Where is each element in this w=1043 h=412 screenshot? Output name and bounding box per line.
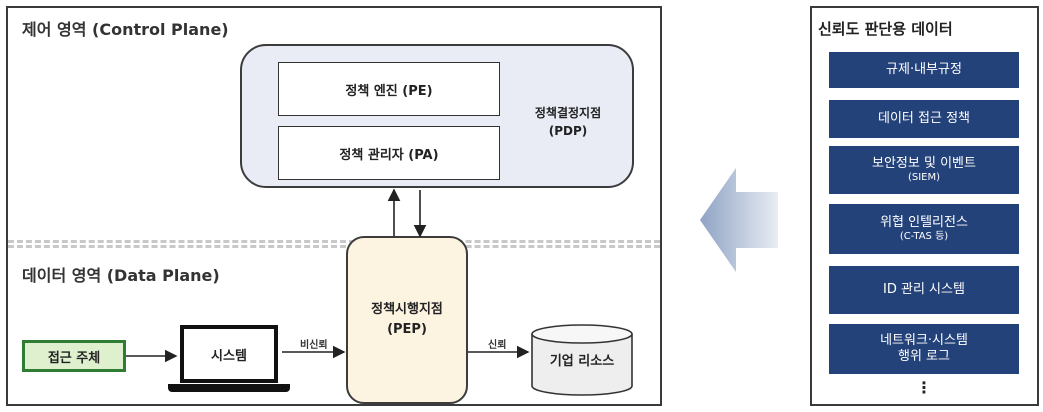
trust-item-network-logs: 네트워크·시스템 행위 로그 xyxy=(829,324,1019,374)
policy-admin-box: 정책 관리자 (PA) xyxy=(278,126,500,180)
system-laptop-icon: 시스템 xyxy=(180,325,278,383)
pep-box: 정책시행지점 (PEP) xyxy=(346,236,468,404)
trust-item-regulation: 규제·내부규정 xyxy=(829,52,1019,88)
trust-item-label: 위협 인텔리전스 xyxy=(880,215,968,230)
access-subject-box: 접근 주체 xyxy=(22,340,126,372)
data-plane-title: 데이터 영역 (Data Plane) xyxy=(22,266,220,285)
plane-separator xyxy=(8,240,660,248)
trust-item-sub: 행위 로그 xyxy=(898,349,950,364)
pdp-label: 정책결정지점 (PDP) xyxy=(510,104,626,140)
pdp-label-line1: 정책결정지점 xyxy=(534,106,602,120)
more-items-indicator: ⋮ xyxy=(916,378,932,397)
laptop-base xyxy=(168,384,290,392)
untrusted-label: 비신뢰 xyxy=(300,340,328,351)
database-icon xyxy=(531,324,633,396)
trust-item-label: 보안정보 및 이벤트 xyxy=(872,156,976,171)
enterprise-resource-label: 기업 리소스 xyxy=(549,354,615,369)
trust-item-label: 네트워크·시스템 xyxy=(880,333,968,348)
policy-engine-box: 정책 엔진 (PE) xyxy=(278,62,500,116)
trust-item-id-management: ID 관리 시스템 xyxy=(829,266,1019,314)
trust-item-sub: (C-TAS 등) xyxy=(899,231,949,242)
trust-item-siem: 보안정보 및 이벤트 (SIEM) xyxy=(829,146,1019,194)
trust-item-threat-intel: 위협 인텔리전스 (C-TAS 등) xyxy=(829,204,1019,254)
pdp-label-line2: (PDP) xyxy=(548,124,588,138)
trust-data-title: 신뢰도 판단용 데이터 xyxy=(818,20,953,38)
trust-item-label: ID 관리 시스템 xyxy=(883,282,965,297)
trust-item-label: 데이터 접근 정책 xyxy=(878,111,970,126)
arrow-left-icon xyxy=(700,168,778,272)
trust-item-label: 규제·내부규정 xyxy=(886,62,962,77)
trust-item-sub: (SIEM) xyxy=(907,172,941,183)
pep-label-line2: (PEP) xyxy=(387,322,427,337)
diagram-connectors xyxy=(126,188,633,396)
trusted-label: 신뢰 xyxy=(488,340,507,351)
system-label: 시스템 xyxy=(211,348,247,364)
trust-item-access-policy: 데이터 접근 정책 xyxy=(829,100,1019,138)
pep-label-line1: 정책시행지점 xyxy=(371,302,443,317)
control-plane-title: 제어 영역 (Control Plane) xyxy=(22,20,229,39)
